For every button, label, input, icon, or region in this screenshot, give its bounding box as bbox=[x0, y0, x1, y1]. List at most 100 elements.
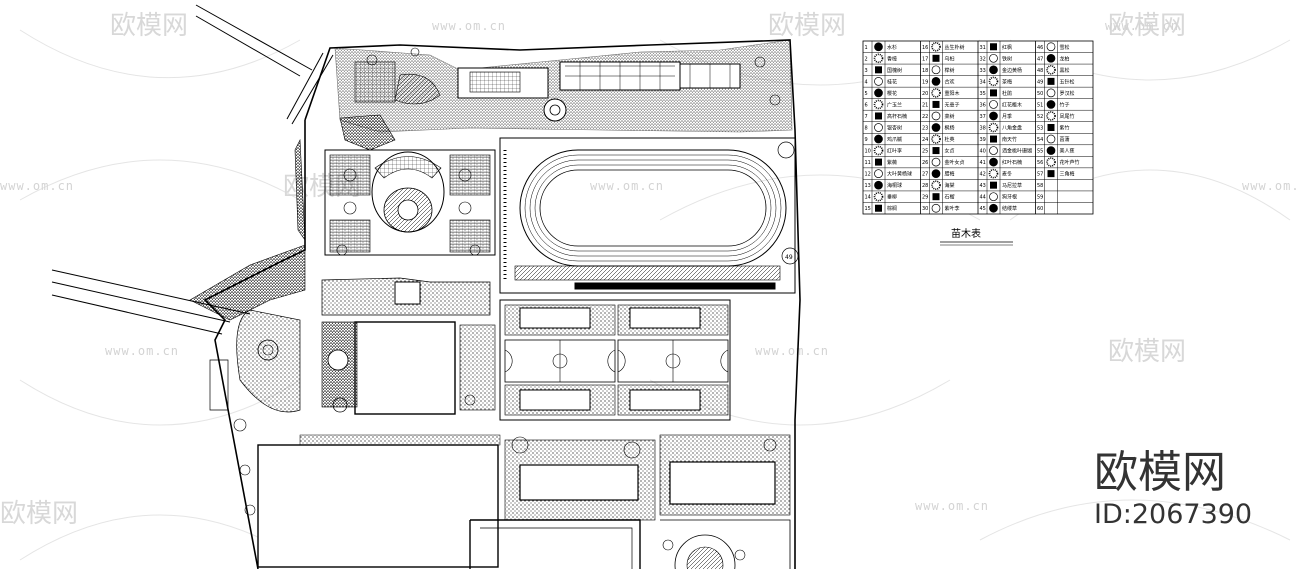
legend-plant-name: 月季 bbox=[1002, 113, 1012, 120]
legend-plant-name: 狗牙根 bbox=[1002, 194, 1017, 201]
legend-plant-name: 罗汉松 bbox=[1060, 90, 1075, 97]
legend-item-number: 4 bbox=[865, 79, 868, 85]
legend-plant-name: 榉树 bbox=[945, 67, 955, 74]
legend-item-number: 45 bbox=[980, 206, 986, 212]
legend-item-number: 42 bbox=[980, 172, 986, 178]
legend-item-number: 49 bbox=[1037, 79, 1043, 85]
plant-symbol-icon bbox=[1046, 100, 1056, 109]
legend-plant-name: 海桐球 bbox=[887, 182, 902, 189]
legend-plant-name: 紫叶李 bbox=[945, 205, 960, 212]
legend-item-number: 43 bbox=[980, 183, 986, 189]
plant-symbol-icon bbox=[874, 42, 883, 52]
plant-symbol-icon bbox=[932, 54, 940, 62]
legend-item-number: 31 bbox=[980, 45, 986, 51]
legend-item-number: 33 bbox=[980, 68, 986, 74]
plant-symbol-icon bbox=[989, 65, 998, 75]
watermark-brand: 欧模网 bbox=[1108, 337, 1186, 367]
plant-symbol-icon bbox=[1046, 53, 1056, 63]
central-plaza bbox=[324, 149, 496, 256]
legend-plant-name: 合欢 bbox=[945, 78, 955, 85]
plant-symbol-icon bbox=[931, 88, 941, 98]
plant-symbol-icon bbox=[1046, 42, 1056, 52]
legend-plant-name: 花叶芦竹 bbox=[1060, 159, 1080, 166]
legend-item-number: 34 bbox=[980, 79, 986, 85]
plant-symbol-icon bbox=[931, 157, 941, 167]
legend-item-number: 22 bbox=[922, 114, 928, 120]
watermark-url: www.om.cn bbox=[0, 179, 74, 193]
legend-item-number: 2 bbox=[865, 56, 868, 62]
legend-plant-name: 三角梅 bbox=[1060, 171, 1075, 178]
legend-item-number: 50 bbox=[1037, 91, 1043, 97]
legend-plant-name: 水杉 bbox=[887, 44, 897, 51]
legend-plant-name: 竹子 bbox=[1060, 101, 1070, 108]
legend-item-number: 3 bbox=[865, 68, 868, 74]
legend-grid bbox=[863, 41, 1093, 214]
legend-plant-name: 丛生朴树 bbox=[945, 44, 965, 51]
plant-symbol-icon bbox=[874, 77, 883, 86]
legend-item-number: 17 bbox=[922, 56, 928, 62]
plant-symbol-icon bbox=[1047, 170, 1055, 178]
plant-symbol-icon bbox=[1046, 88, 1056, 98]
plant-symbol-icon bbox=[875, 66, 882, 74]
plant-symbol-icon bbox=[875, 204, 882, 212]
legend-plant-name: 桂花 bbox=[887, 78, 897, 85]
legend-item-number: 54 bbox=[1037, 137, 1043, 143]
plant-symbol-icon bbox=[990, 135, 997, 143]
legend-plant-name: 枫杨 bbox=[945, 125, 955, 132]
legend-item-number: 39 bbox=[980, 137, 986, 143]
plant-symbol-icon bbox=[873, 191, 884, 202]
south-buildings bbox=[257, 434, 791, 569]
legend-plant-name: 黑松 bbox=[1060, 67, 1070, 74]
legend-plant-name: 无患子 bbox=[945, 101, 960, 108]
plant-symbol-icon bbox=[932, 147, 940, 155]
plant-symbol-icon bbox=[990, 43, 997, 51]
watermark-brand: 欧模网 bbox=[1108, 11, 1186, 41]
main-building bbox=[321, 277, 496, 415]
legend-plant-name: 五针松 bbox=[1060, 78, 1075, 85]
legend-plant-name: 重阳木 bbox=[945, 90, 960, 97]
plant-symbol-icon bbox=[931, 65, 941, 75]
legend-plant-name: 金边黄杨 bbox=[1002, 67, 1022, 74]
plant-symbol-icon bbox=[989, 53, 998, 63]
legend-item-number: 15 bbox=[865, 206, 871, 212]
plant-symbol-icon bbox=[874, 180, 883, 190]
legend-item-number: 6 bbox=[865, 102, 868, 108]
legend-item-number: 58 bbox=[1037, 183, 1043, 189]
plant-symbol-icon bbox=[988, 168, 999, 179]
legend-plant-name: 杜鹃 bbox=[1002, 90, 1012, 97]
legend-plant-name: 铁树 bbox=[1002, 55, 1012, 62]
plant-symbol-icon bbox=[1046, 146, 1056, 155]
brand-logo-text: 欧模网 bbox=[1094, 447, 1226, 498]
legend-item-number: 20 bbox=[922, 91, 928, 97]
watermark-url: www.om.cn bbox=[755, 344, 829, 358]
legend-plant-name: 樱花 bbox=[887, 90, 897, 97]
legend-item-number: 44 bbox=[980, 195, 986, 201]
legend-title: 苗木表 bbox=[951, 227, 981, 240]
plant-symbol-icon bbox=[1047, 124, 1055, 131]
legend-item-number: 41 bbox=[980, 160, 986, 166]
legend-item-number: 53 bbox=[1037, 126, 1043, 132]
plant-symbol-icon bbox=[988, 76, 999, 87]
legend-item-number: 38 bbox=[980, 126, 986, 132]
plant-symbol-icon bbox=[874, 134, 883, 144]
legend-plant-name: 结缕草 bbox=[1002, 205, 1017, 212]
plant-symbol-icon bbox=[1046, 65, 1056, 75]
plant-symbol-icon bbox=[932, 100, 940, 108]
legend-plant-name: 香樟 bbox=[887, 55, 897, 62]
legend-item-number: 35 bbox=[980, 91, 986, 97]
watermark-url: www.om.cn bbox=[432, 19, 506, 33]
legend-plant-name: 石榴 bbox=[945, 194, 955, 201]
legend-item-number: 28 bbox=[922, 183, 928, 189]
west-green-slope bbox=[189, 114, 396, 413]
watermark-brand: 欧模网 bbox=[0, 499, 78, 529]
plant-symbol-icon bbox=[873, 99, 884, 110]
legend-plant-name: 银杏树 bbox=[887, 125, 902, 132]
sports-courts bbox=[499, 299, 731, 421]
legend-item-number: 5 bbox=[865, 91, 868, 97]
legend-item-number: 13 bbox=[865, 183, 871, 189]
plant-symbol-icon bbox=[931, 169, 941, 178]
plant-symbol-icon bbox=[874, 169, 883, 178]
plant-symbol-icon bbox=[989, 203, 998, 213]
plant-symbol-icon bbox=[874, 123, 883, 132]
